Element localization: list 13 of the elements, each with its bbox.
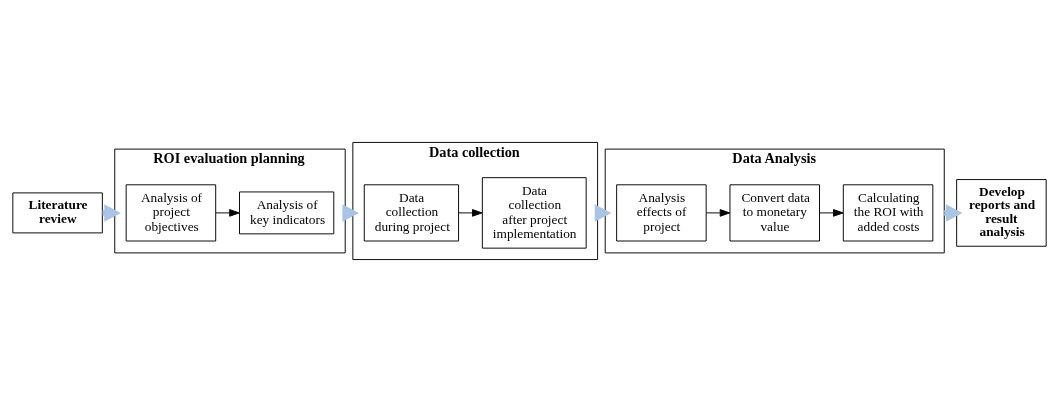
arrow [705,209,731,217]
node-box: Calculating the ROI with added costs [842,184,934,242]
node-box: Develop reports and result analysis [956,179,1047,247]
node-box: Analysis of key indicators [239,191,335,235]
arrow [458,209,483,217]
node-box: Analysis effects of project [616,184,707,242]
arrow [819,209,844,217]
node-box: Data collection during project [363,184,460,242]
node-box: Analysis of project objectives [125,184,217,242]
node-box: Convert data to monetary value [729,184,820,242]
arrow [215,209,240,217]
node-box: Literature review [12,192,103,234]
node-box: Data collection after project implementation [481,177,587,249]
